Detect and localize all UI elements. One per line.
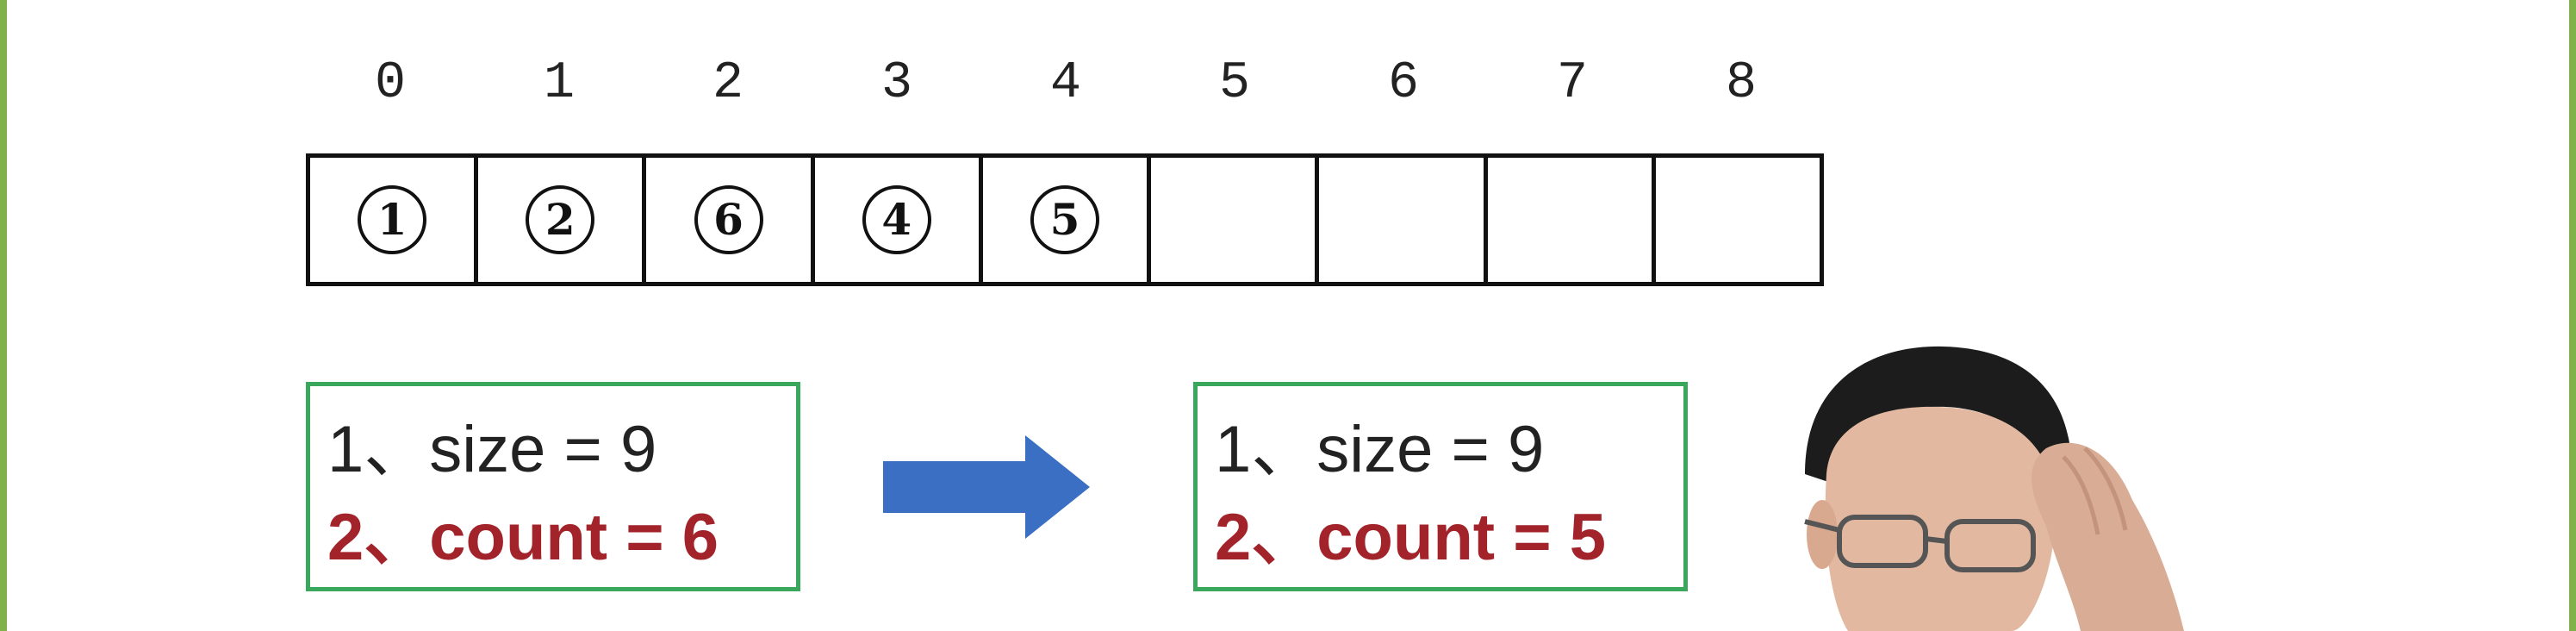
array-cell-0: 1	[310, 158, 479, 282]
element-circle-2: 6	[694, 185, 763, 254]
array-cell-4: 5	[983, 158, 1152, 282]
after-count-text: 2、count = 5	[1215, 501, 1606, 574]
array-cell-1: 2	[478, 158, 647, 282]
array-cell-3: 4	[815, 158, 983, 282]
index-label-7: 7	[1556, 54, 1588, 113]
element-circle-3: 4	[862, 185, 931, 254]
element-circle-0: 1	[358, 185, 427, 254]
before-state-box: 1、size = 9 2、count = 6	[306, 382, 800, 591]
array-cell-7	[1488, 158, 1656, 282]
array-cell-5	[1151, 158, 1320, 282]
array-cells: 1 2 6 4 5	[306, 153, 1824, 286]
index-label-1: 1	[543, 54, 575, 113]
presenter-hand	[2032, 442, 2184, 631]
left-border-bar	[0, 0, 7, 631]
arrow-shape	[883, 435, 1090, 539]
index-label-3: 3	[880, 54, 912, 113]
right-border-bar	[2569, 0, 2576, 631]
index-label-2: 2	[712, 54, 744, 113]
index-label-4: 4	[1049, 54, 1081, 113]
index-label-5: 5	[1218, 54, 1250, 113]
presenter-glasses	[1804, 515, 2036, 572]
array-cell-6	[1319, 158, 1488, 282]
right-arrow-icon	[883, 435, 1090, 539]
index-label-8: 8	[1725, 54, 1757, 113]
index-label-0: 0	[374, 54, 406, 113]
index-label-6: 6	[1387, 54, 1419, 113]
presenter-fingers	[2062, 447, 2128, 535]
presenter-hair	[1805, 346, 2072, 483]
presenter-ear	[1807, 500, 1838, 569]
array-cell-8	[1656, 158, 1820, 282]
presenter-video-overlay	[1804, 346, 2184, 631]
before-count-text: 2、count = 6	[327, 501, 719, 574]
element-circle-4: 5	[1030, 185, 1099, 254]
before-size-text: 1、size = 9	[327, 413, 657, 486]
after-size-text: 1、size = 9	[1215, 413, 1545, 486]
array-cell-2: 6	[646, 158, 815, 282]
presenter-face	[1825, 406, 2056, 631]
element-circle-1: 2	[526, 185, 595, 254]
after-state-box: 1、size = 9 2、count = 5	[1193, 382, 1688, 591]
